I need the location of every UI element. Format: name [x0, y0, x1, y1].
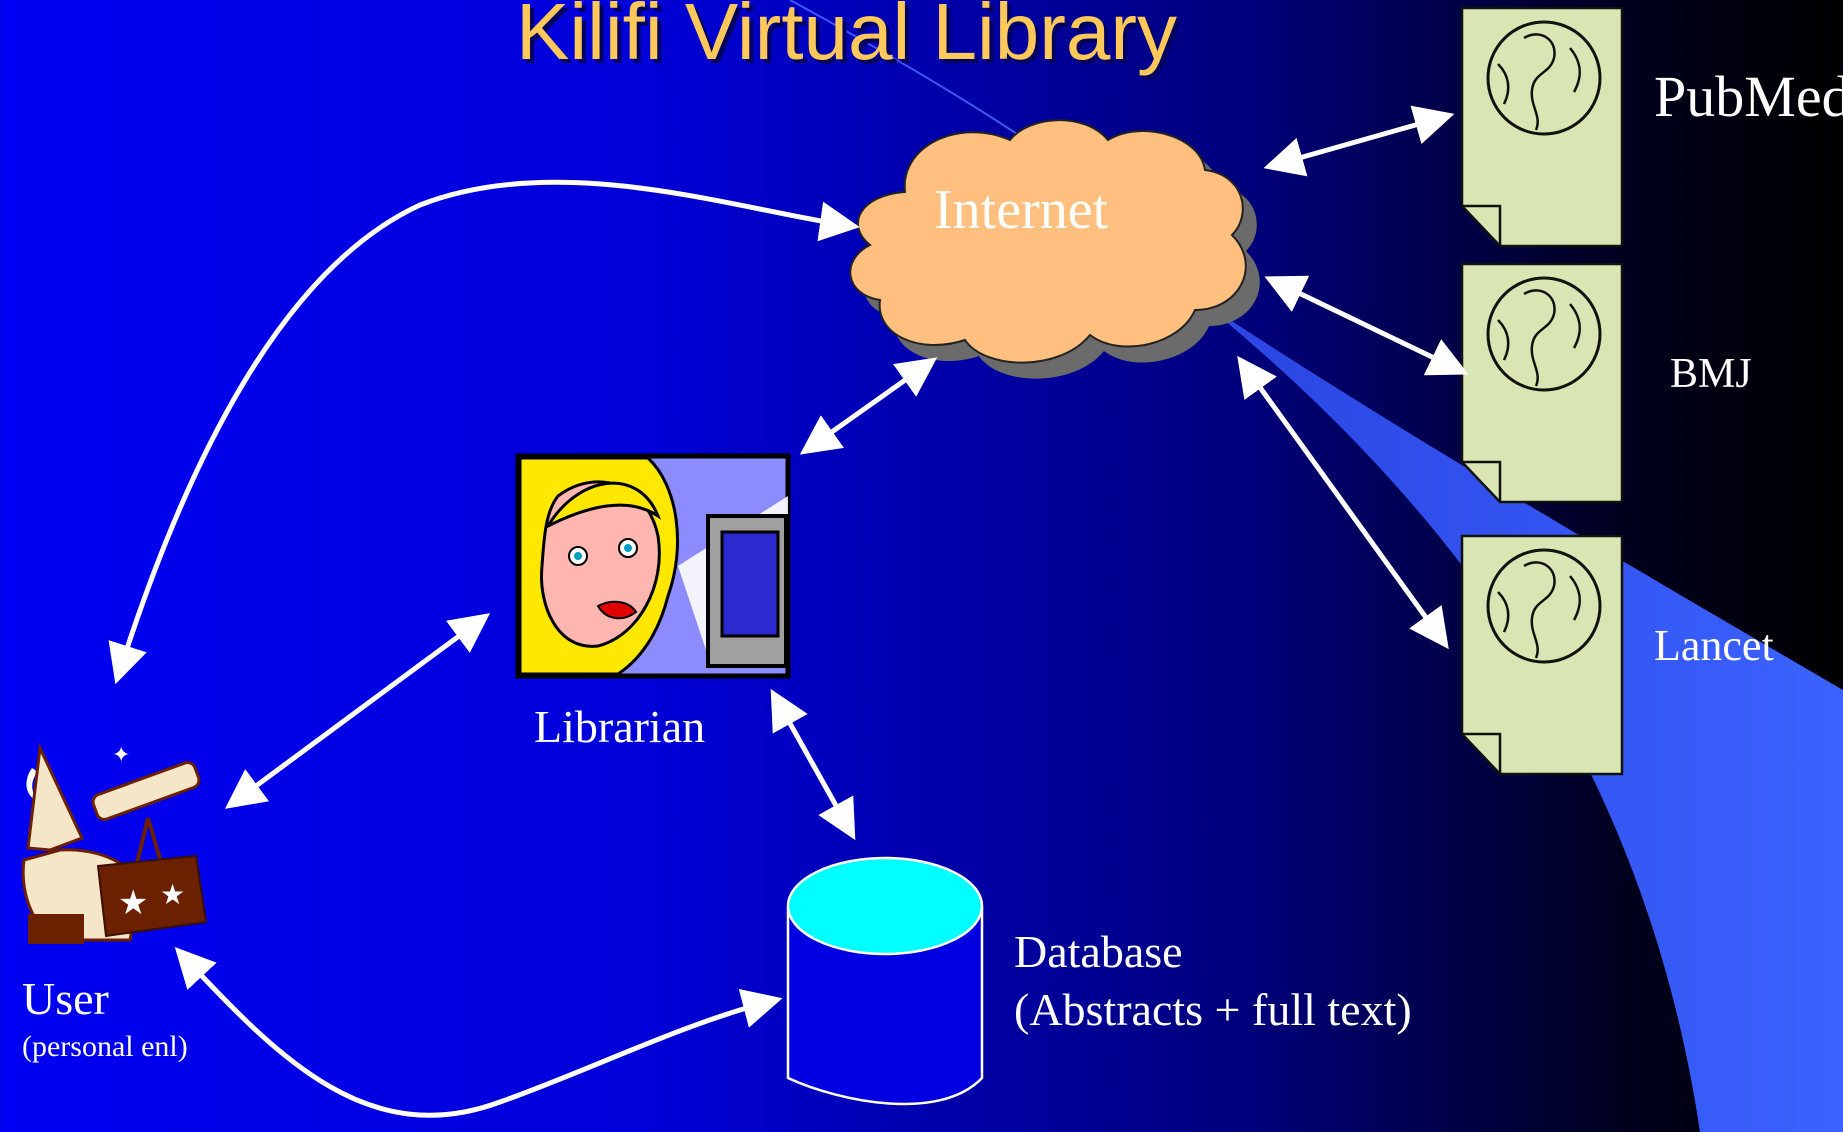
- bmj-document-icon: [1460, 262, 1624, 504]
- internet-label: Internet: [934, 179, 1109, 241]
- librarian-clipart: [515, 453, 791, 679]
- connections: [108, 105, 1469, 1118]
- arrow-user-librarian: [224, 613, 491, 809]
- arrow-user-internet: [108, 179, 860, 685]
- arrow-internet-bmj: [1264, 275, 1469, 376]
- diagram-title: Kilifi Virtual Library: [516, 0, 1177, 76]
- user-label: User: [22, 973, 109, 1024]
- svg-text:★: ★: [118, 883, 148, 923]
- lancet-document-icon: [1460, 534, 1624, 776]
- globe-icon: [1486, 276, 1602, 392]
- globe-icon: [1486, 20, 1602, 136]
- arrow-user-database: [174, 947, 783, 1118]
- pubmed-label: PubMed: [1654, 64, 1843, 129]
- arrow-internet-lancet: [1237, 355, 1449, 650]
- arrow-internet-pubmed: [1263, 105, 1455, 177]
- pubmed-document-icon: [1460, 6, 1624, 248]
- user-sublabel: (personal enl): [22, 1030, 188, 1063]
- bmj-label: BMJ: [1670, 351, 1752, 397]
- globe-icon: [1486, 548, 1602, 664]
- database-sublabel: (Abstracts + full text): [1014, 984, 1412, 1035]
- light-beam: [1200, 300, 1843, 1132]
- svg-text:✦: ✦: [112, 743, 130, 768]
- internet-cloud: [849, 119, 1260, 379]
- astronomer-clipart: ★ ★ ✦: [21, 742, 208, 944]
- database-label: Database: [1014, 926, 1183, 977]
- database-cylinder: [786, 856, 984, 1106]
- lancet-label: Lancet: [1654, 621, 1774, 670]
- librarian-label: Librarian: [534, 701, 706, 752]
- svg-text:★: ★: [160, 878, 185, 911]
- arrow-librarian-internet: [799, 357, 938, 455]
- arrow-librarian-database: [770, 688, 856, 841]
